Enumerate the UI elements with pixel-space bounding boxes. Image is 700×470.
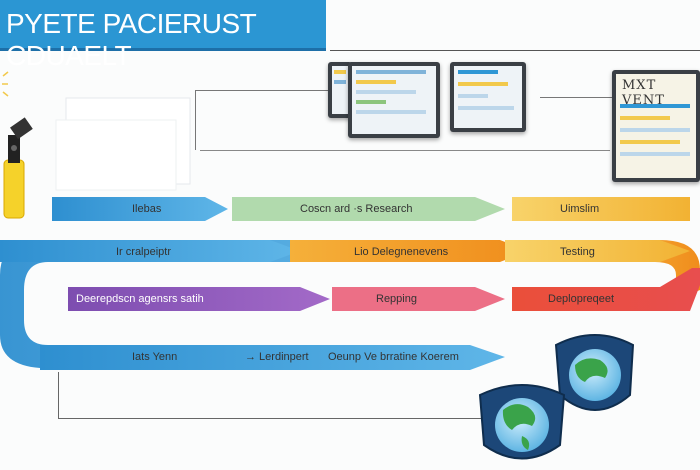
sparkle-icon — [2, 71, 9, 97]
blank-card — [55, 119, 177, 191]
stage-label: Iats Yenn — [132, 351, 178, 363]
usb-drive-icon — [3, 117, 33, 219]
stage-arrow-row4 — [40, 345, 505, 370]
title-banner: PYETE PACIERUST CDUAELT — [0, 0, 326, 71]
connector-line — [540, 97, 620, 98]
stage-label: Ir cralpeiptr — [116, 246, 172, 258]
monitor-icon: MXT VENT — [612, 70, 700, 182]
stage-label: Deplopreqeet — [548, 293, 615, 305]
laptop-screen — [352, 66, 436, 134]
stage-arrow-row2-start — [0, 240, 300, 262]
top-rule — [330, 50, 700, 51]
stage-label: Coscn ard ·s Research — [300, 203, 413, 215]
stage-label: Testing — [560, 246, 595, 258]
tablet-screen — [332, 66, 348, 114]
stage-arrow-design — [68, 287, 330, 311]
bottom-loop-line — [58, 372, 59, 419]
page-title: PYETE PACIERUST CDUAELT — [6, 8, 256, 71]
connector-line — [200, 150, 610, 151]
globe-shield-icon — [554, 334, 635, 411]
stage-label: Oeunp Ve brratine Koerem — [328, 351, 459, 363]
globe-shield-icon — [478, 384, 566, 460]
stage-label: Ilebas — [132, 203, 162, 215]
bottom-loop-line — [58, 418, 488, 419]
stage-label: Repping — [376, 293, 417, 305]
stage-arrow-development — [290, 240, 528, 262]
stage-arrow-ideas — [52, 197, 228, 221]
monitor-screen: MXT VENT — [616, 74, 696, 178]
connector-line — [195, 90, 196, 150]
stage-arrow-repping — [332, 287, 505, 311]
stage-arrow-row1-end — [512, 197, 690, 221]
stage-arrow-testing — [505, 240, 690, 262]
laptop-screen — [454, 66, 522, 128]
stage-arrow-deployment — [512, 268, 700, 311]
stage-label: Lio Delegnenevens — [354, 246, 449, 258]
stage-arrow-research — [232, 197, 505, 221]
stage-label: → Lerdinpert — [245, 351, 309, 363]
connector-line — [195, 90, 335, 91]
laptop-icon — [348, 62, 440, 138]
stage-label: Deerepdscn agensrs satih — [76, 293, 204, 305]
stage-label: Uimslim — [560, 203, 600, 215]
laptop-icon — [450, 62, 526, 132]
